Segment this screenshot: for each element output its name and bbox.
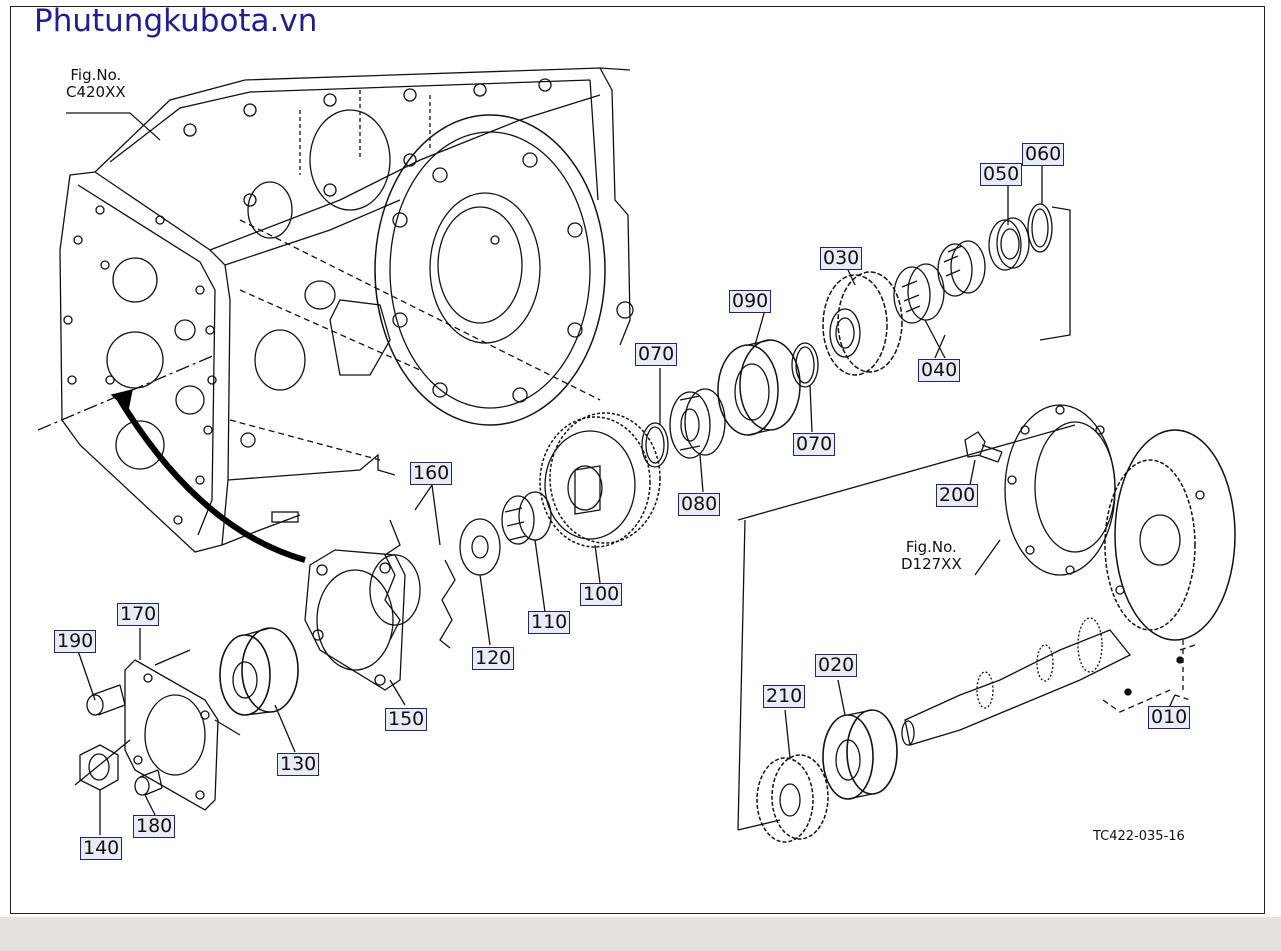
- site-logo: Phutungkubota.vn: [34, 3, 318, 39]
- part-100-gear: [539, 412, 661, 548]
- part-140-nut: [79, 744, 119, 791]
- part-170-cover-plate: [74, 649, 241, 811]
- differential-assembly: [737, 404, 1236, 831]
- part-080-hub: [669, 388, 726, 459]
- fig-ref-lower-line1: Fig.No.: [905, 538, 957, 556]
- callout-210[interactable]: 210: [763, 685, 806, 708]
- callout-040[interactable]: 040: [918, 359, 961, 382]
- callout-140[interactable]: 140: [80, 837, 123, 860]
- callout-080[interactable]: 080: [678, 493, 721, 516]
- callout-030[interactable]: 030: [820, 247, 863, 270]
- part-040-needle-bearings: [893, 240, 986, 324]
- callout-120[interactable]: 120: [472, 647, 515, 670]
- part-090-sleeve: [717, 339, 801, 436]
- callout-130[interactable]: 130: [277, 753, 320, 776]
- assembly-arrow: [117, 398, 306, 563]
- transmission-housing: [37, 67, 634, 553]
- fig-ref-upper: Fig.No. C420XX: [66, 67, 126, 101]
- part-120-washer: [459, 518, 501, 576]
- viewer-bottom-bar: [0, 917, 1281, 951]
- callout-070-upper[interactable]: 070: [635, 343, 678, 366]
- part-050-collar: [988, 217, 1030, 271]
- callout-170[interactable]: 170: [117, 603, 160, 626]
- part-150-housing: [304, 549, 421, 691]
- fig-ref-lower-line2: D127XX: [901, 555, 962, 573]
- part-110-needle-bearing: [501, 491, 552, 545]
- callout-020[interactable]: 020: [815, 654, 858, 677]
- part-200-bolt: [964, 431, 1003, 463]
- callout-190[interactable]: 190: [54, 630, 97, 653]
- part-160-gasket: [384, 519, 401, 641]
- part-030-gear: [822, 271, 903, 376]
- drawing-code: TC422-035-16: [1093, 829, 1185, 844]
- part-060-snap-ring: [1027, 203, 1053, 253]
- fig-ref-lower: Fig.No. D127XX: [901, 539, 962, 573]
- callout-060[interactable]: 060: [1022, 143, 1065, 166]
- callout-090[interactable]: 090: [729, 290, 772, 313]
- callout-070-lower[interactable]: 070: [793, 433, 836, 456]
- part-070-snap-ring-upper: [791, 342, 819, 388]
- part-130-bearing: [219, 627, 299, 716]
- callout-200[interactable]: 200: [936, 484, 979, 507]
- fig-ref-upper-line2: C420XX: [66, 83, 126, 101]
- diagram-frame: [10, 6, 1265, 914]
- part-180-bolt: [134, 769, 163, 796]
- callout-050[interactable]: 050: [980, 163, 1023, 186]
- part-210-gear: [756, 754, 829, 843]
- callout-160[interactable]: 160: [410, 462, 453, 485]
- part-070-snap-ring-lower: [641, 422, 669, 468]
- callout-100[interactable]: 100: [580, 583, 623, 606]
- fig-ref-upper-line1: Fig.No.: [70, 66, 122, 84]
- part-020-bearing: [822, 709, 898, 800]
- callout-010[interactable]: 010: [1148, 706, 1191, 729]
- callout-110[interactable]: 110: [528, 611, 571, 634]
- callout-150[interactable]: 150: [385, 708, 428, 731]
- callout-180[interactable]: 180: [133, 815, 176, 838]
- part-190-bolt: [86, 684, 126, 716]
